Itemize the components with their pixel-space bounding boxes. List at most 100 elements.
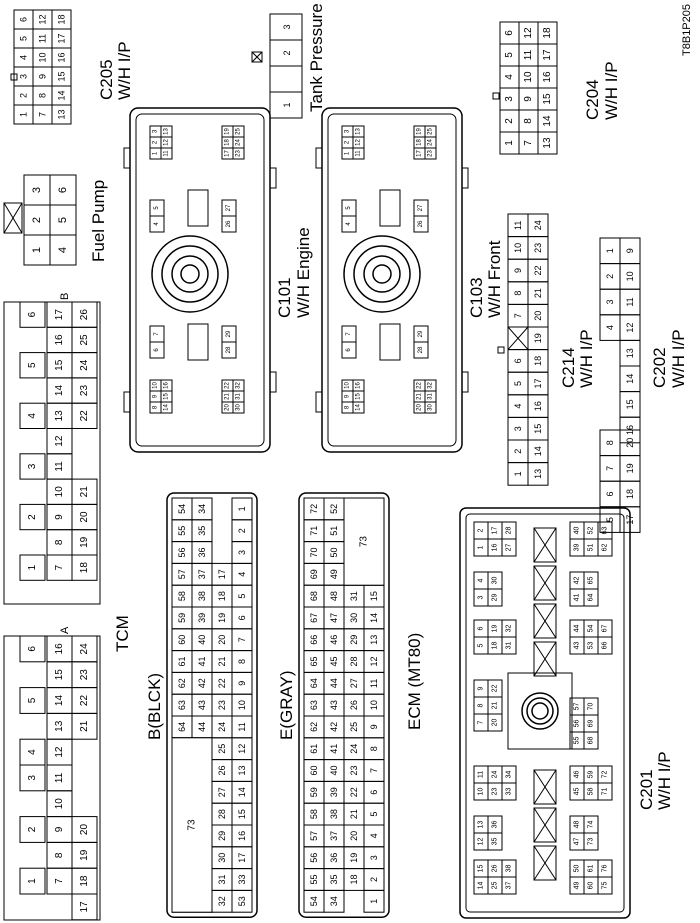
pin-label: 24	[236, 139, 242, 146]
pin-label: 56	[177, 547, 187, 557]
pin-label: 40	[574, 527, 581, 535]
pin-label: 3	[504, 96, 515, 102]
pin-label: 19	[533, 333, 543, 343]
pin-label: 59	[309, 787, 319, 797]
pin-label: 22	[225, 382, 231, 389]
pin-label: 7	[605, 466, 615, 471]
pin-label: 25	[236, 128, 242, 135]
pin-label: 9	[345, 394, 351, 398]
tank-pin-2: 2	[282, 50, 292, 55]
pin-label: 7	[523, 140, 534, 146]
pin-label: 8	[54, 852, 65, 858]
pin-label: 2	[27, 514, 38, 520]
pin-label: 24	[79, 643, 90, 655]
pin-label: 15	[356, 393, 362, 400]
pin-label: 38	[506, 865, 513, 873]
pin-label: 12	[237, 744, 247, 754]
pin-label: 60	[177, 635, 187, 645]
pin-label: 69	[588, 720, 595, 728]
pin-label: 67	[309, 613, 319, 623]
pin-label: 41	[574, 594, 581, 602]
pin-label: 1	[153, 151, 159, 155]
pin-label: 3	[27, 463, 38, 469]
pin-label: 3	[237, 550, 247, 555]
pin-label: 38	[197, 591, 207, 601]
pin-label: 19	[217, 613, 227, 623]
pin-label: 8	[478, 703, 485, 707]
pin-label: 12	[625, 323, 635, 333]
pin-label: 17	[492, 527, 499, 535]
pin-label: 1	[237, 506, 247, 511]
pin-label: 13	[356, 128, 362, 135]
pin-label: 16	[164, 382, 170, 389]
pin-label: 18	[625, 489, 635, 499]
fuel-pump-label: Fuel Pump	[89, 180, 108, 262]
pin-label: 16	[57, 52, 67, 62]
pin-label: 7	[346, 332, 352, 336]
ecm-e-label: E(GRAY)	[277, 670, 296, 740]
pin-label: 15	[533, 424, 543, 434]
figure-code: T8B1P205	[681, 4, 693, 56]
pin-label: 76	[602, 865, 609, 873]
pin-label: 46	[329, 635, 339, 645]
pin-label: 23	[217, 700, 227, 710]
pin-label: 15	[164, 393, 170, 400]
pin-label: 6	[605, 491, 615, 496]
pin-label: 53	[588, 642, 595, 650]
pin-label: 4	[504, 74, 515, 80]
pin-label: 54	[588, 625, 595, 633]
pin-label: 2	[478, 528, 485, 532]
pin-label: 28	[506, 527, 513, 535]
pin-label: 63	[309, 700, 319, 710]
pin-label: 52	[329, 504, 339, 514]
pin-label: 1	[369, 899, 379, 904]
pin-label: 47	[574, 838, 581, 846]
pin-label: 19	[417, 128, 423, 135]
pin-label: 4	[605, 325, 615, 330]
pin-label: 4	[27, 749, 38, 755]
pin-label: 23	[236, 150, 242, 157]
pin-label: 16	[356, 382, 362, 389]
c202-name: C202	[650, 347, 669, 388]
tank-pressure-sensor-label: Tank Pressure Sensor	[307, 0, 326, 112]
pin-label: 59	[588, 771, 595, 779]
pin-label: 44	[197, 722, 207, 732]
pin-label: 6	[57, 187, 69, 193]
pin-label: 72	[602, 771, 609, 779]
pin-label: 37	[506, 882, 513, 890]
pin-label: 58	[177, 591, 187, 601]
pin-label: 4	[513, 404, 523, 409]
pin-label: 18	[79, 562, 90, 574]
pin-label: 26	[79, 309, 90, 321]
pin-label: 9	[513, 268, 523, 273]
pin-label: 58	[588, 788, 595, 796]
pin-label: 15	[237, 809, 247, 819]
pin-label: 8	[513, 291, 523, 296]
pin-label: 5	[504, 52, 515, 58]
pin-label: 17	[79, 901, 90, 913]
pin-label: 20	[349, 831, 359, 841]
tank-pin-3: 3	[282, 24, 292, 29]
pin-label: 18	[57, 14, 67, 24]
c101-location: W/H Engine	[294, 227, 313, 318]
pin-label: 45	[329, 656, 339, 666]
pin-label: 26	[492, 865, 499, 873]
pin-label: 3	[369, 855, 379, 860]
pin-label: 8	[38, 93, 48, 98]
pin-label: 20	[492, 719, 499, 727]
pin-label: 11	[164, 150, 170, 157]
pin-label: 24	[492, 771, 499, 779]
pin-label: 21	[349, 809, 359, 819]
pin-label: 7	[54, 564, 65, 570]
pin-label: 13	[369, 635, 379, 645]
pin-label: 16	[54, 334, 65, 346]
pin-label: 18	[225, 139, 231, 146]
pin-label: 47	[329, 613, 339, 623]
pin-label: 55	[574, 737, 581, 745]
pin-label: 8	[605, 440, 615, 445]
pin-label: 14	[54, 385, 65, 397]
pin-label: 40	[197, 635, 207, 645]
pin-label: 16	[542, 71, 553, 83]
pin-label: 14	[542, 115, 553, 127]
